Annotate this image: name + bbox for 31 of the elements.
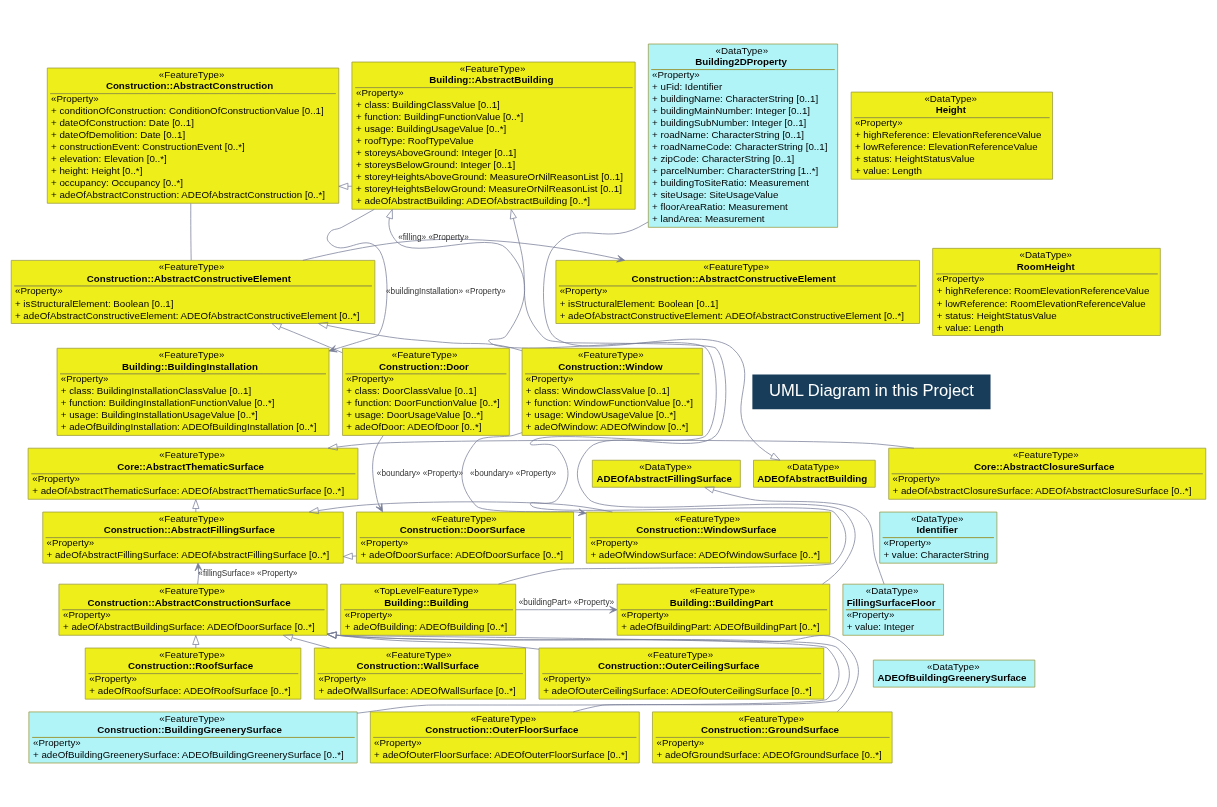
arrow bbox=[543, 221, 781, 461]
arrow bbox=[318, 321, 523, 352]
edge-label: «buildingInstallation» «Property» bbox=[385, 287, 506, 297]
arrow bbox=[461, 432, 587, 516]
arrow bbox=[704, 486, 885, 585]
arrow bbox=[343, 552, 357, 560]
edge-label: «buildingPart» «Property» bbox=[518, 598, 615, 608]
edge-label: «filling» «Property» bbox=[398, 232, 469, 242]
edge-label: «fillingSurface» «Property» bbox=[198, 568, 298, 578]
arrow bbox=[372, 435, 384, 513]
node-box: «DataType» ADEOfBuildingGreenerySurface bbox=[872, 659, 1036, 688]
arrow bbox=[327, 439, 915, 451]
edge-label: «boundary» «Property» bbox=[469, 468, 557, 478]
arrow bbox=[192, 499, 200, 513]
arrow bbox=[326, 631, 540, 650]
arrow bbox=[308, 501, 613, 515]
arrow bbox=[271, 323, 343, 354]
arrow bbox=[338, 182, 353, 190]
arrow bbox=[302, 238, 626, 263]
arrow bbox=[194, 562, 203, 585]
arrow bbox=[326, 209, 388, 353]
arrow bbox=[386, 209, 847, 585]
edge-label: «boundary» «Property» bbox=[376, 468, 464, 478]
arrow bbox=[515, 605, 618, 614]
node-box: «DataType» ADEOfAbstractBuilding bbox=[753, 459, 876, 488]
arrow bbox=[283, 634, 330, 649]
arrow bbox=[192, 635, 200, 649]
node-box: «DataType» ADEOfAbstractFillingSurface bbox=[591, 459, 741, 488]
label: UML Diagram in this Project bbox=[768, 381, 974, 401]
arrow bbox=[509, 209, 856, 585]
connector bbox=[190, 203, 192, 261]
